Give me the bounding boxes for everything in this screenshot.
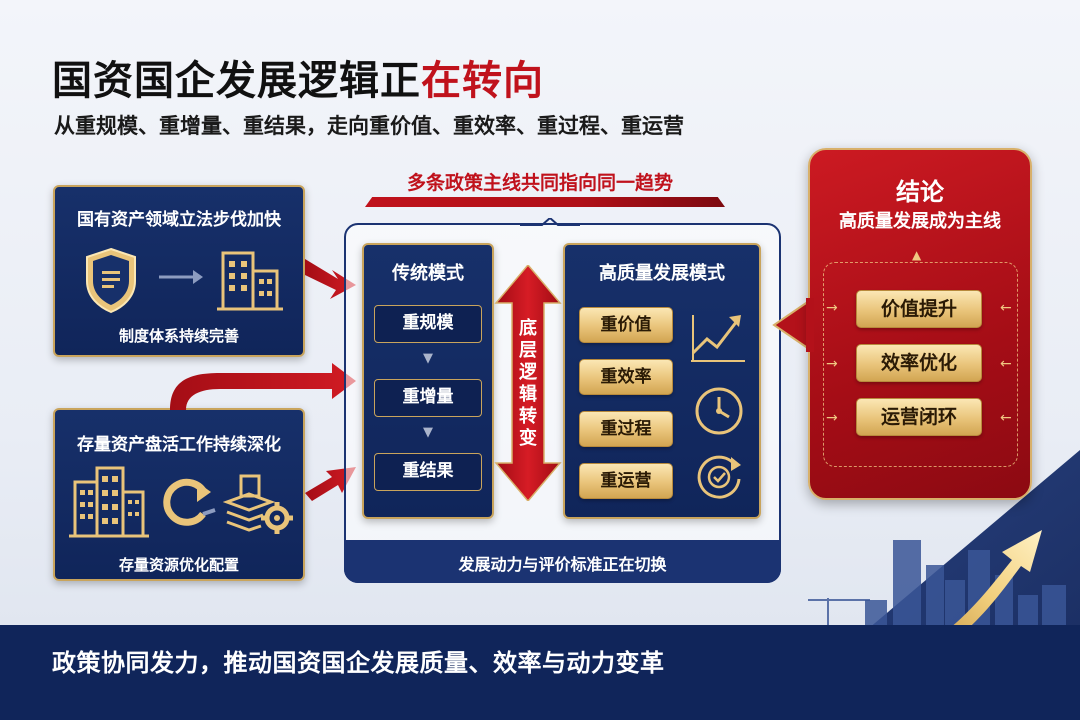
trend-chart-icon — [691, 315, 745, 362]
transition-label: 底层逻辑转变 — [519, 318, 537, 449]
conclusion-item: 运营闭环 — [856, 398, 982, 436]
ribbon-text: 多条政策主线共同指向同一趋势 — [406, 172, 673, 194]
arrow-left-icon: ← — [1000, 410, 1012, 426]
panel-notch — [520, 218, 580, 226]
banner-fill — [0, 625, 800, 720]
banner-text: 政策协同发力，推动国资国企发展质量、效率与动力变革 — [52, 649, 665, 677]
pointer-joint — [806, 298, 814, 352]
high-quality-mode-column: 高质量发展模式 重价值 重效率 重过程 重运营 — [563, 243, 761, 519]
high-quality-item: 重过程 — [579, 411, 673, 447]
page-title: 国资国企发展逻辑正在转向 — [52, 48, 544, 106]
high-quality-item: 重价值 — [579, 307, 673, 343]
chevron-down-icon: ▼ — [423, 425, 433, 440]
policy-card-legislation: 国有资产领域立法步伐加快 制度体系持续完善 — [53, 185, 305, 357]
conclusion-pointer — [772, 297, 812, 353]
conclusion-item: 效率优化 — [856, 344, 982, 382]
traditional-item: 重结果 — [374, 453, 482, 491]
conclusion-dashed-frame — [823, 262, 1018, 467]
title-highlight: 在转向 — [421, 58, 544, 104]
double-arrow-icon — [494, 265, 562, 501]
traditional-mode-column: 传统模式 重规模 ▼ 重增量 ▼ 重结果 — [362, 243, 494, 519]
high-quality-mode-title: 高质量发展模式 — [599, 263, 725, 284]
policy-card-stock-assets: 存量资产盘活工作持续深化 存量资源优 — [53, 408, 305, 581]
conclusion-subtitle: 高质量发展成为主线 — [839, 211, 1001, 232]
card-caption: 制度体系持续完善 — [118, 327, 239, 345]
card-caption: 存量资源优化配置 — [118, 556, 239, 574]
buildings-icon — [69, 466, 149, 538]
arrow-right-icon: → — [826, 356, 838, 372]
ribbon-bar — [365, 197, 725, 207]
card-title: 存量资产盘活工作持续深化 — [77, 435, 281, 455]
arrow-right-icon: → — [826, 410, 838, 426]
center-panel-footer — [344, 540, 781, 583]
card-title: 国有资产领域立法步伐加快 — [77, 210, 281, 230]
traditional-item: 重增量 — [374, 379, 482, 417]
conclusion-item: 价值提升 — [856, 290, 982, 328]
cycle-arrow-icon — [163, 478, 216, 526]
gear-stack-icon — [223, 474, 293, 534]
arrow-left-icon: ← — [1000, 300, 1012, 316]
traditional-mode-title: 传统模式 — [392, 263, 464, 284]
page-subtitle: 从重规模、重增量、重结果，走向重价值、重效率、重过程、重运营 — [54, 114, 684, 138]
arrow-right-icon: → — [826, 300, 838, 316]
conclusion-title: 结论 — [896, 178, 944, 206]
arrow-left-icon: ← — [1000, 356, 1012, 372]
high-quality-item: 重效率 — [579, 359, 673, 395]
clock-icon — [695, 387, 743, 435]
center-footer-text: 发展动力与评价标准正在切换 — [458, 555, 667, 574]
arrow-up-icon: ▲ — [912, 248, 922, 262]
chevron-down-icon: ▼ — [423, 351, 433, 366]
cycle-clock-icon — [697, 455, 741, 499]
shield-document-icon — [86, 247, 136, 314]
traditional-item: 重规模 — [374, 305, 482, 343]
arrow-right-icon — [159, 270, 203, 284]
building-icon — [217, 251, 283, 311]
title-main: 国资国企发展逻辑正 — [52, 58, 421, 104]
flow-arrows — [170, 259, 356, 501]
high-quality-item: 重运营 — [579, 463, 673, 499]
